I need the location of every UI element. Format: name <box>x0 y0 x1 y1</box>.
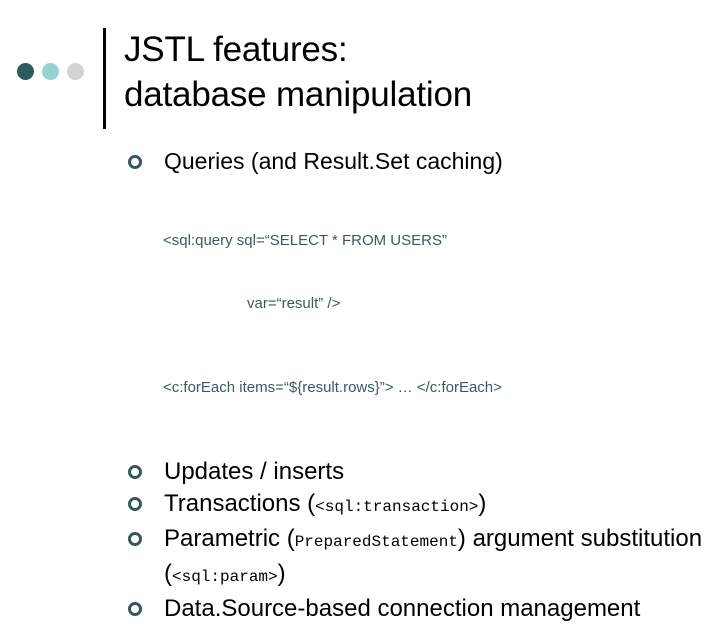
list-item-updates: Updates / inserts <box>128 456 720 488</box>
slide-canvas: JSTL features: database manipulation Que… <box>17 27 703 622</box>
code-line-foreach: <c:forEach items=“${result.rows}”> … </c… <box>163 379 502 396</box>
decorative-dots <box>17 63 84 80</box>
code-line-query-var: var=“result” /> <box>247 295 341 312</box>
page-title-line-2: database manipulation <box>124 75 473 114</box>
inline-code: <sql:param> <box>172 568 278 586</box>
list-item-datasource: Data.Source-based connection management <box>128 593 720 625</box>
list-lower: Updates / inserts Transactions (<sql:tra… <box>0 456 720 625</box>
code-sample: <sql:query sql=“SELECT * FROM USERS” var… <box>0 188 720 440</box>
dot-dark-icon <box>17 63 34 80</box>
list-item-parametric: Parametric (PreparedStatement) argument … <box>128 523 720 593</box>
list-item-label: Parametric (PreparedStatement) argument … <box>164 523 720 593</box>
dot-light-icon <box>42 63 59 80</box>
inline-text: Data.Source-based connection management <box>164 595 641 622</box>
inline-text: Transactions ( <box>164 490 316 517</box>
inline-text: Updates / inserts <box>164 458 345 485</box>
title-divider <box>103 28 106 129</box>
list-item-queries: Queries (and Result.Set caching) <box>0 146 720 177</box>
inline-text: ) <box>478 490 487 517</box>
inline-code: PreparedStatement <box>294 533 458 551</box>
page-title: JSTL features: database manipulation <box>124 27 699 117</box>
list-item-label: Queries (and Result.Set caching) <box>164 148 503 174</box>
bullet-ring-icon <box>128 465 142 479</box>
inline-text: Parametric ( <box>164 525 295 552</box>
list-item-label: Transactions (<sql:transaction>) <box>164 488 486 523</box>
list-item-label: Updates / inserts <box>164 456 344 488</box>
bullet-ring-icon <box>128 532 142 546</box>
inline-code: <sql:transaction> <box>315 498 479 516</box>
slide-body: Queries (and Result.Set caching) <sql:qu… <box>0 146 720 625</box>
list-item-label: Data.Source-based connection management <box>164 593 640 625</box>
bullet-ring-icon <box>128 497 142 511</box>
dot-gray-icon <box>67 63 84 80</box>
bullet-ring-icon <box>128 155 142 169</box>
page-title-line-1: JSTL features: <box>124 30 348 69</box>
inline-text: ) <box>277 560 286 587</box>
code-line-query-open: <sql:query sql=“SELECT * FROM USERS” <box>163 232 447 249</box>
bullet-ring-icon <box>128 602 142 616</box>
list-item-transactions: Transactions (<sql:transaction>) <box>128 488 720 523</box>
